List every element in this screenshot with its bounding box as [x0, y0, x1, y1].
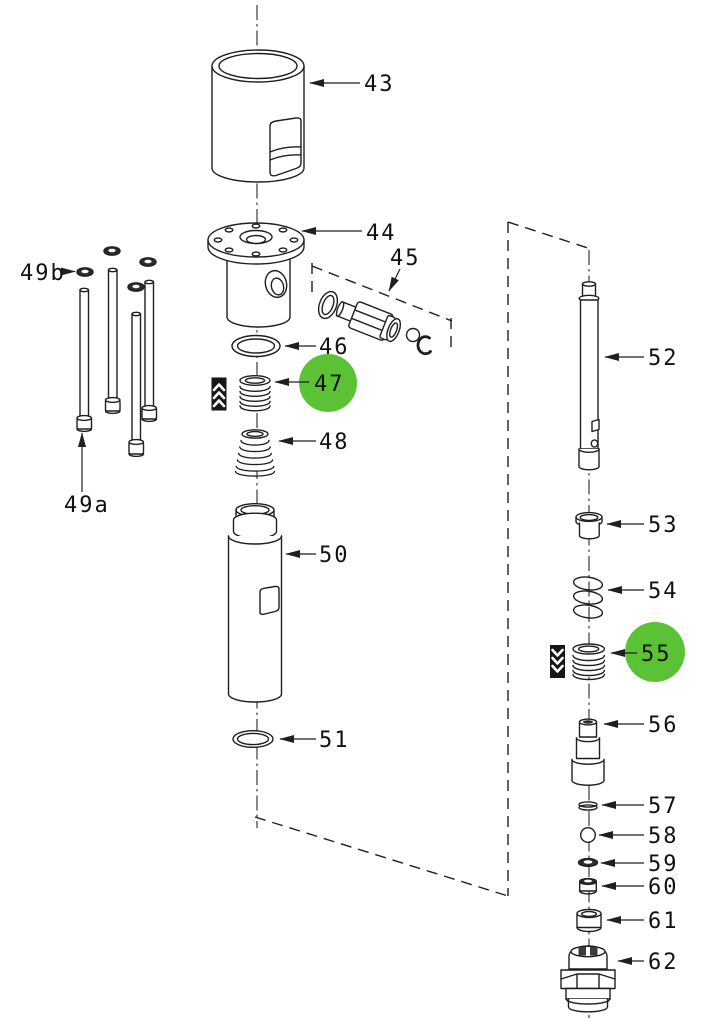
chevron-up-icon: [212, 383, 226, 392]
callout-49b-label: 49b: [20, 261, 66, 286]
callout-50-label: 50: [319, 543, 350, 568]
callout-57-label: 57: [648, 794, 679, 819]
tie-rod: [104, 267, 121, 415]
chevron-down-icon: [551, 648, 564, 657]
part-49-tie-rods-and-washers: [76, 246, 158, 458]
leader-lines: [61, 79, 644, 965]
part-54-coil-spring: [572, 576, 604, 619]
highlight-circle-55[interactable]: [625, 622, 685, 682]
callout-labels: 43 44 45 46 47 48 49b 49a 50 51 52 53 54…: [20, 72, 679, 975]
part-58-ball: [580, 827, 597, 844]
tie-rod: [141, 279, 158, 423]
chevron-down-icon: [551, 664, 564, 673]
callout-58-label: 58: [648, 824, 679, 849]
highlight-circle-47[interactable]: [299, 354, 357, 412]
callout-49a-label: 49a: [64, 493, 110, 518]
part-59-washer: [577, 857, 599, 868]
callout-44-label: 44: [366, 221, 397, 246]
part-51-o-ring: [232, 730, 274, 749]
callout-61-label: 61: [648, 909, 679, 934]
part-52-piston-rod: [578, 281, 600, 471]
part-61-spacer-ring: [576, 908, 602, 933]
part-57-washer: [578, 801, 598, 811]
washer-49b: [76, 246, 157, 292]
spring-orientation-down-badge: [550, 645, 565, 678]
detail-boundary-dashed: [254, 221, 592, 897]
callout-46-label: 46: [319, 335, 350, 360]
callout-56-label: 56: [648, 713, 679, 738]
chevron-up-icon: [212, 391, 226, 400]
part-53-guide-bushing: [575, 511, 603, 540]
callout-48-label: 48: [319, 430, 350, 455]
chevron-down-icon: [551, 656, 564, 665]
chevron-up-icon: [212, 399, 226, 408]
callout-53-label: 53: [648, 513, 679, 538]
callout-45-label: 45: [390, 246, 421, 271]
callout-55-label: 55: [641, 642, 672, 667]
part-55-compression-spring: [572, 643, 606, 681]
part-50-cylinder-tube: [227, 503, 283, 703]
callout-52-label: 52: [648, 346, 679, 371]
part-60-nut: [579, 877, 598, 895]
part-62-valve-foot: [560, 945, 616, 1013]
part-44-flange-head: [207, 222, 305, 328]
callout-54-label: 54: [648, 579, 679, 604]
part-48-conical-spring: [234, 429, 276, 477]
part-45-valve-assembly: [317, 290, 432, 356]
callout-62-label: 62: [648, 950, 679, 975]
part-43-cylinder-sleeve: [211, 49, 305, 183]
spring-orientation-up-badge: [211, 377, 227, 411]
part-47-compression-spring: [239, 375, 271, 412]
callout-51-label: 51: [319, 728, 350, 753]
tie-rod: [128, 311, 145, 458]
tie-rod-49a: [76, 287, 93, 433]
part-46-o-ring: [231, 334, 281, 358]
leader-45: [388, 268, 401, 292]
callout-59-label: 59: [648, 852, 679, 877]
callout-60-label: 60: [648, 875, 679, 900]
callout-43-label: 43: [364, 72, 395, 97]
callout-47-label: 47: [314, 372, 345, 397]
valve-ball: [405, 327, 421, 343]
part-56-stepped-plunger: [571, 718, 605, 786]
circlip: [416, 335, 432, 356]
